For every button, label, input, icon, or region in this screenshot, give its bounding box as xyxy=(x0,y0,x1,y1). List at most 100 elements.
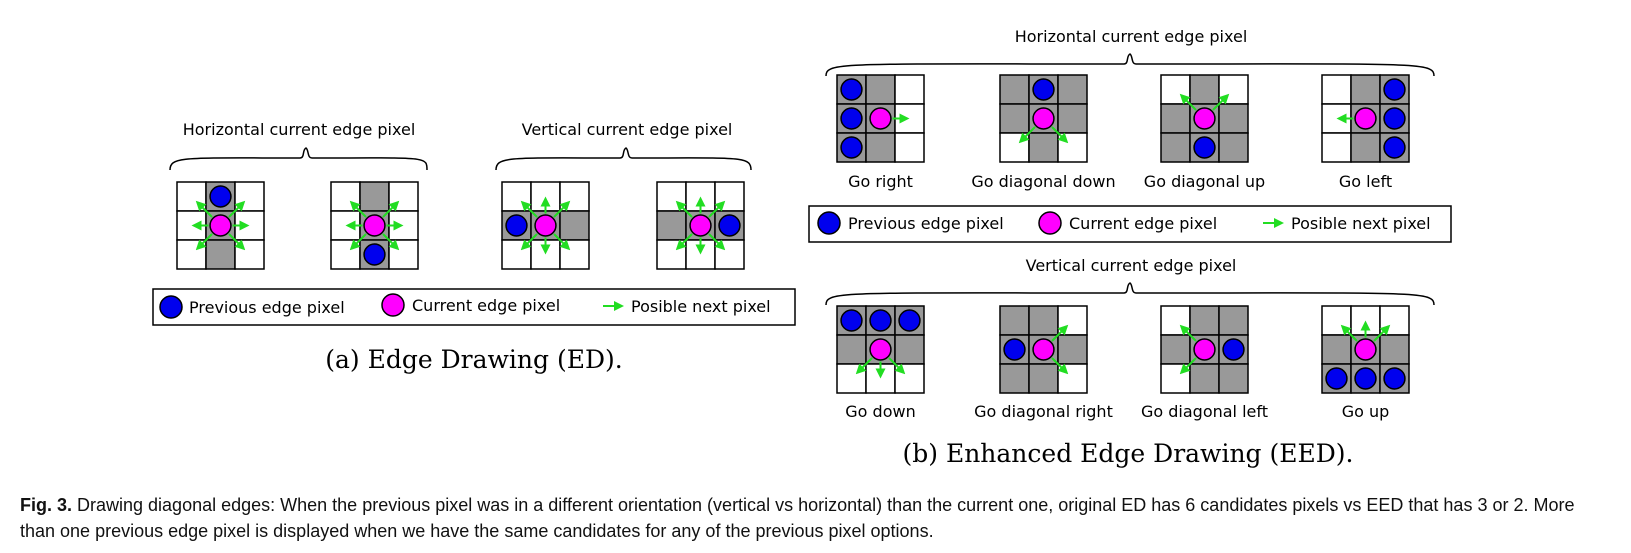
previous-pixel-dot xyxy=(1383,367,1406,390)
case-label: Go up xyxy=(1342,402,1390,421)
grid-cell xyxy=(865,74,896,105)
panel-b-horizontal-grids xyxy=(836,74,1410,163)
current-pixel-dot xyxy=(209,214,232,237)
eed-go-diagonal-up xyxy=(1160,74,1249,163)
grid-cell xyxy=(1057,103,1088,134)
grid-cell xyxy=(1218,103,1249,134)
panel-a-vertical-label: Vertical current edge pixel xyxy=(522,120,733,139)
ed-grid-4 xyxy=(656,181,745,270)
next-pixel-arrow xyxy=(1179,93,1197,111)
grid-cell xyxy=(894,74,925,105)
current-pixel-dot xyxy=(1354,338,1377,361)
grid-cell xyxy=(359,181,390,212)
figure-diagram: Horizontal current edge pixel Vertical c… xyxy=(152,27,1452,468)
next-pixel-arrow xyxy=(553,200,571,218)
panel-b-vertical-case-labels: Go down Go diagonal right Go diagonal left… xyxy=(845,402,1389,421)
grid-cell xyxy=(1028,363,1059,394)
next-pixel-arrow xyxy=(382,233,400,251)
grid-cell xyxy=(999,74,1030,105)
next-pixel-arrow xyxy=(228,233,246,251)
grid-cell xyxy=(1160,103,1191,134)
grid-cell xyxy=(1379,334,1410,365)
eed-go-right xyxy=(836,74,925,163)
next-pixel-arrow xyxy=(553,233,571,251)
next-pixel-arrow xyxy=(708,233,726,251)
case-label: Go left xyxy=(1339,172,1392,191)
panel-b-vertical-label: Vertical current edge pixel xyxy=(1026,256,1237,275)
eed-go-up xyxy=(1321,305,1410,394)
legend-a-next-label: Posible next pixel xyxy=(631,297,771,316)
grid-cell xyxy=(656,210,687,241)
ed-grid-1 xyxy=(176,181,265,270)
previous-pixel-dot xyxy=(840,136,863,159)
previous-pixel-dot xyxy=(1354,367,1377,390)
next-pixel-arrow xyxy=(195,200,213,218)
eed-go-diagonal-right xyxy=(999,305,1088,394)
grid-cell xyxy=(1218,305,1249,336)
previous-pixel-dot xyxy=(1383,107,1406,130)
next-pixel-arrow xyxy=(382,200,400,218)
next-pixel-arrow xyxy=(888,357,906,375)
next-pixel-arrow xyxy=(675,233,693,251)
current-pixel-dot xyxy=(1032,107,1055,130)
eed-go-down xyxy=(836,305,925,394)
previous-pixel-dot xyxy=(840,78,863,101)
case-label: Go diagonal right xyxy=(974,402,1113,421)
legend-b-previous-icon xyxy=(817,211,841,235)
grid-cell xyxy=(1057,334,1088,365)
grid-cell xyxy=(1057,74,1088,105)
grid-cell xyxy=(1189,74,1220,105)
previous-pixel-dot xyxy=(505,214,528,237)
next-pixel-arrow xyxy=(1373,324,1391,342)
next-pixel-arrow xyxy=(675,200,693,218)
next-pixel-arrow xyxy=(349,200,367,218)
grid-cell xyxy=(999,363,1030,394)
previous-pixel-dot xyxy=(1222,338,1245,361)
case-label: Go diagonal down xyxy=(971,172,1115,191)
caption-text: Drawing diagonal edges: When the previou… xyxy=(20,495,1575,541)
legend-a-previous-icon xyxy=(159,295,183,319)
next-pixel-arrow xyxy=(349,233,367,251)
panel-a-horizontal-label: Horizontal current edge pixel xyxy=(183,120,416,139)
ed-grid-3 xyxy=(501,181,590,270)
previous-pixel-dot xyxy=(869,309,892,332)
grid-cell xyxy=(894,132,925,163)
grid-cell xyxy=(999,305,1030,336)
legend-b-previous-label: Previous edge pixel xyxy=(848,214,1004,233)
legend-b-current-label: Current edge pixel xyxy=(1069,214,1217,233)
current-pixel-dot xyxy=(1354,107,1377,130)
panel-a-legend-box xyxy=(152,288,796,326)
panel-a-brace-horizontal xyxy=(169,147,428,171)
next-pixel-arrow xyxy=(855,357,873,375)
next-pixel-arrow xyxy=(1179,357,1197,375)
grid-cell xyxy=(894,334,925,365)
case-label: Go diagonal left xyxy=(1141,402,1268,421)
current-pixel-dot xyxy=(534,214,557,237)
legend-a-current-icon xyxy=(381,293,405,317)
previous-pixel-dot xyxy=(1003,338,1026,361)
figure-caption: Fig. 3. Drawing diagonal edges: When the… xyxy=(20,492,1610,544)
grid-cell xyxy=(1350,132,1381,163)
grid-cell xyxy=(205,239,236,270)
grid-cell xyxy=(1189,305,1220,336)
eed-go-left xyxy=(1321,74,1410,163)
panel-b-vertical-grids xyxy=(836,305,1410,394)
next-pixel-arrow xyxy=(1051,357,1069,375)
next-pixel-arrow xyxy=(1212,93,1230,111)
case-label: Go down xyxy=(845,402,915,421)
current-pixel-dot xyxy=(689,214,712,237)
grid-cell xyxy=(1028,305,1059,336)
previous-pixel-dot xyxy=(1032,78,1055,101)
legend-b-next-label: Posible next pixel xyxy=(1291,214,1431,233)
grid-cell xyxy=(1028,132,1059,163)
previous-pixel-dot xyxy=(840,107,863,130)
grid-cell xyxy=(559,210,590,241)
previous-pixel-dot xyxy=(363,243,386,266)
grid-cell xyxy=(1321,132,1352,163)
legend-a-previous-label: Previous edge pixel xyxy=(189,298,345,317)
grid-cell xyxy=(1321,334,1352,365)
previous-pixel-dot xyxy=(1193,136,1216,159)
case-label: Go diagonal up xyxy=(1144,172,1265,191)
previous-pixel-dot xyxy=(209,185,232,208)
